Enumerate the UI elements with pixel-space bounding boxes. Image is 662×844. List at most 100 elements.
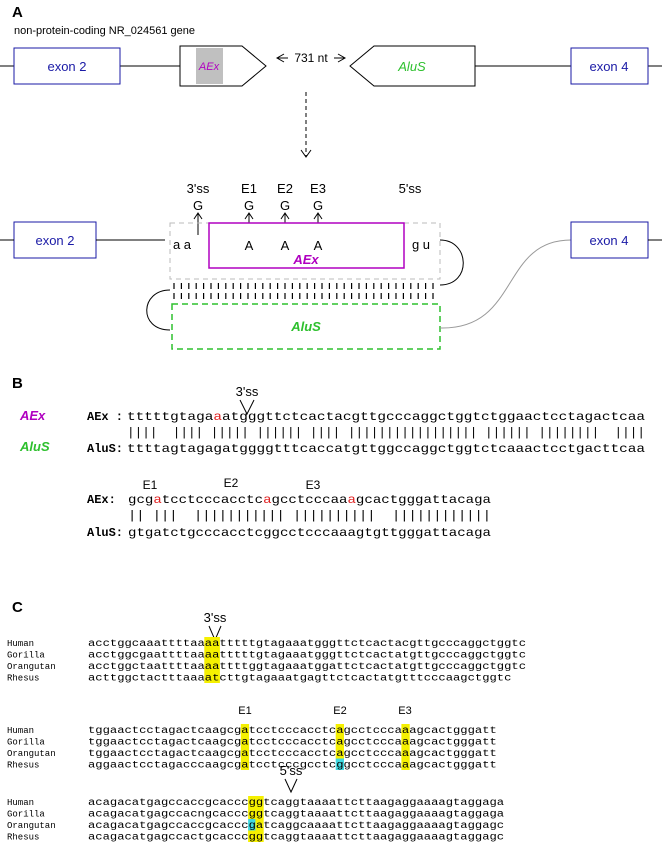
exon2-mid: exon 2 — [13, 221, 97, 259]
a-e1: A — [245, 238, 254, 253]
distance-arrow: 731 nt — [275, 50, 347, 65]
alus-row1-label: AluS: — [87, 442, 123, 456]
highlight-mark — [248, 819, 257, 831]
e2-label-c: E2 — [333, 705, 346, 717]
sequence-row: tggaactcctagactcaagcgatcctcccacctcagcctc… — [88, 749, 497, 760]
e3-label-b: E3 — [306, 478, 321, 492]
sequence-row: tggaactcctagactcaagcgatcctcccacctcagcctc… — [88, 738, 497, 749]
sequence-row: acagacatgagccacngcacccggtcaggtaaaattctta… — [88, 810, 504, 821]
highlight-mark — [401, 724, 410, 736]
species-label: Rhesus — [7, 833, 39, 843]
aex-row1-label: AEx : — [87, 410, 123, 424]
highlight-mark — [240, 724, 250, 736]
distance-label: 731 nt — [294, 51, 328, 65]
highlight-mark — [255, 819, 264, 831]
zoom-arrow — [300, 92, 312, 158]
highlight-mark — [240, 758, 250, 770]
highlight-mark — [240, 735, 250, 747]
highlight-mark — [248, 807, 264, 819]
sequence-row: aggaactcctagacccaagcgatcctcccgcctcggcctc… — [88, 761, 497, 772]
aex-box — [208, 222, 405, 269]
sequence-row: tggaactcctagactcaagcgatcctcccacctcagcctc… — [88, 726, 497, 737]
ss3-label-c: 3'ss — [204, 610, 227, 625]
alus-intron-element: AluS — [349, 45, 476, 87]
a-e3: A — [314, 238, 323, 253]
species-label: Orangutan — [7, 821, 56, 831]
highlight-mark — [335, 724, 344, 736]
e1-label-a: E1 — [241, 181, 257, 196]
aex-top-label: AEx — [198, 61, 220, 73]
alignment-block-1: Human acctggcaaattttaaaatttttgtagaaatgggt… — [7, 637, 526, 685]
highlight-mark — [335, 747, 344, 759]
sequence-row: acagacatgagccaccgcacccgatcaggcaaaattctta… — [88, 821, 504, 832]
g-e3: G — [313, 198, 323, 213]
aex-intron-element: AEx — [179, 45, 267, 87]
highlight-mark — [335, 735, 344, 747]
highlight-mark — [401, 758, 410, 770]
connector-to-exon4 — [439, 239, 572, 329]
e1-label-c: E1 — [238, 705, 251, 717]
ss5-caret-c — [284, 778, 298, 794]
highlight-mark — [248, 830, 264, 842]
species-label: Gorilla — [7, 810, 45, 820]
aex-row2-label: AEx: — [87, 493, 116, 507]
species-label: Human — [7, 726, 34, 736]
aex-side-label: AEx — [19, 408, 46, 423]
highlight-mark — [204, 648, 220, 660]
exon2-top-label: exon 2 — [47, 59, 86, 74]
ss3-caret-b — [239, 399, 255, 416]
alus-box-label: AluS — [290, 319, 321, 334]
aa-bases: a a — [173, 237, 192, 252]
a-e2: A — [281, 238, 290, 253]
e2-label-a: E2 — [277, 181, 293, 196]
exon2-mid-label: exon 2 — [35, 233, 74, 248]
species-label: Gorilla — [7, 651, 45, 661]
ss3-label-b: 3'ss — [236, 384, 259, 399]
highlight-mark — [401, 747, 410, 759]
match-bars-row1: |||| |||| ||||| |||||| |||| ||||||||||||… — [127, 426, 645, 440]
panel-a-letter: A — [12, 4, 23, 21]
gene-label: non-protein-coding NR_024561 gene — [14, 25, 195, 37]
sequence-row: acctggctaattttaaaattttggtagaaatggattctca… — [88, 662, 526, 673]
highlight-mark — [335, 758, 344, 770]
alus-row1-seq: ttttagtagagatggggtttcaccatgttggccaggctgg… — [127, 442, 645, 456]
sequence-row: acagacatgagccaccgcacccggtcaggtaaaattctta… — [88, 798, 504, 809]
sequence-row: acctggcaaattttaaaatttttgtagaaatgggttctca… — [88, 639, 526, 650]
highlight-mark — [204, 660, 220, 672]
alus-row2-label: AluS: — [87, 526, 123, 540]
gu-bases: g u — [412, 237, 430, 252]
alus-top-label: AluS — [397, 59, 426, 74]
e2-label-b: E2 — [224, 476, 239, 490]
g-3ss: G — [193, 198, 203, 213]
alignment-block-2: Human tggaactcctagactcaagcgatcctcccacctca… — [7, 724, 497, 772]
highlight-mark — [204, 637, 220, 649]
panel-c-letter: C — [12, 599, 23, 616]
ss3-label-a: 3'ss — [187, 181, 210, 196]
sequence-row: acctggcgaattttaaaatttttgtagaaatgggttctca… — [88, 651, 526, 662]
highlight-mark — [401, 735, 410, 747]
e3-label-a: E3 — [310, 181, 326, 196]
e3-label-c: E3 — [398, 705, 411, 717]
hairpin-loop-right — [439, 239, 464, 286]
exon4-mid-label: exon 4 — [589, 233, 628, 248]
base-pairing-marks — [173, 283, 434, 299]
hairpin-loop-left — [146, 289, 171, 331]
sequence-row: acagacatgagccactgcacccggtcaggtaaaattctta… — [88, 833, 504, 844]
panel-b-letter: B — [12, 375, 23, 392]
exon4-mid: exon 4 — [570, 221, 649, 259]
sequence-row: acttggctactttaaaatcttgtagaaatgagttctcact… — [88, 674, 511, 685]
species-label: Human — [7, 639, 34, 649]
g-e1: G — [244, 198, 254, 213]
highlight-mark — [248, 796, 264, 808]
aex-box-label: AEx — [292, 252, 319, 267]
exon2-top: exon 2 — [13, 47, 121, 85]
species-label: Orangutan — [7, 662, 56, 672]
alus-row2-seq: gtgatctgcccacctcggcctcccaaagtgttgggattac… — [128, 526, 491, 540]
highlight-mark — [240, 747, 250, 759]
highlight-mark — [204, 671, 220, 683]
e1-label-b: E1 — [143, 478, 158, 492]
species-label: Rhesus — [7, 761, 39, 771]
